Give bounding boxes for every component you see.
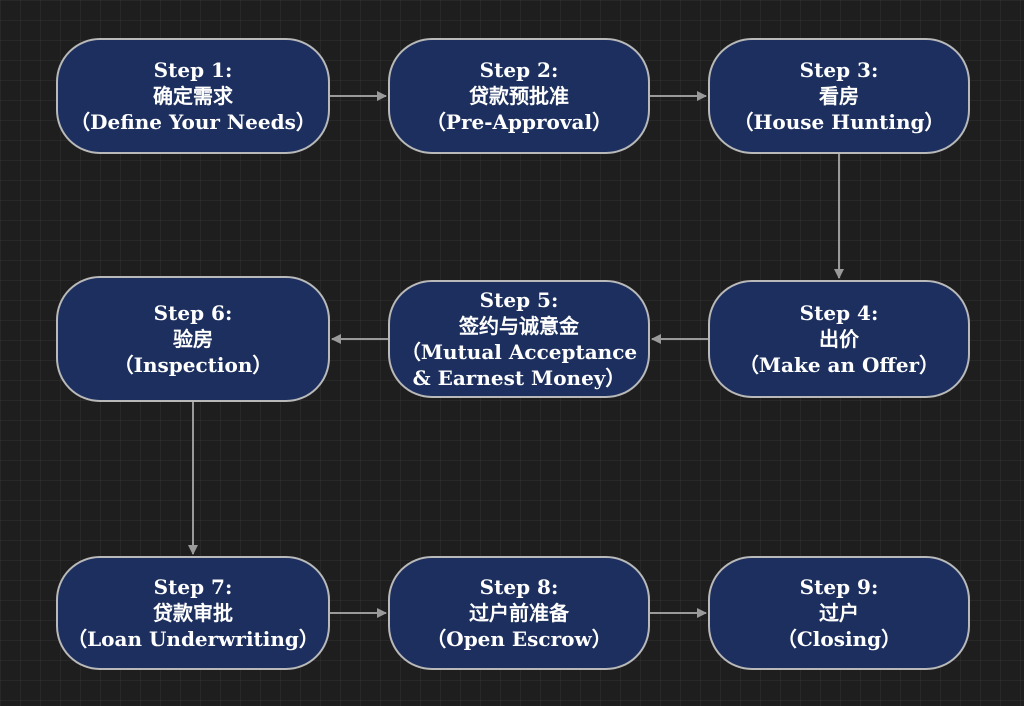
step-4-english: （Make an Offer） — [738, 353, 940, 377]
step-5-english: （Mutual Acceptance — [400, 340, 638, 364]
step-5-node: Step 5: 签约与诚意金 （Mutual Acceptance & Earn… — [388, 280, 650, 398]
step-7-node: Step 7: 贷款审批 （Loan Underwriting） — [56, 556, 330, 670]
step-6-label: Step 6: — [153, 301, 233, 325]
step-9-chinese: 过户 — [819, 601, 859, 625]
step-7-chinese: 贷款审批 — [153, 601, 233, 625]
step-9-english: （Closing） — [776, 627, 902, 651]
step-3-label: Step 3: — [799, 58, 879, 82]
step-3-chinese: 看房 — [819, 84, 859, 108]
step-9-node: Step 9: 过户 （Closing） — [708, 556, 970, 670]
step-8-node: Step 8: 过户前准备 （Open Escrow） — [388, 556, 650, 670]
step-5-chinese: 签约与诚意金 — [459, 314, 579, 338]
step-2-chinese: 贷款预批准 — [469, 84, 569, 108]
step-8-english: （Open Escrow） — [426, 627, 612, 651]
step-5-label: Step 5: — [479, 288, 559, 312]
step-5-english-line-2: & Earnest Money） — [412, 366, 626, 390]
step-9-label: Step 9: — [799, 575, 879, 599]
step-8-chinese: 过户前准备 — [469, 601, 569, 625]
step-6-chinese: 验房 — [173, 327, 213, 351]
step-6-node: Step 6: 验房 （Inspection） — [56, 276, 330, 402]
step-2-node: Step 2: 贷款预批准 （Pre-Approval） — [388, 38, 650, 154]
step-2-english: （Pre-Approval） — [425, 110, 613, 134]
step-7-label: Step 7: — [153, 575, 233, 599]
step-8-label: Step 8: — [479, 575, 559, 599]
step-4-node: Step 4: 出价 （Make an Offer） — [708, 280, 970, 398]
step-2-label: Step 2: — [479, 58, 559, 82]
step-3-english: （House Hunting） — [733, 110, 945, 134]
step-4-chinese: 出价 — [819, 327, 859, 351]
step-1-node: Step 1: 确定需求 （Define Your Needs） — [56, 38, 330, 154]
step-1-label: Step 1: — [153, 58, 233, 82]
step-6-english: （Inspection） — [113, 353, 273, 377]
step-7-english: （Loan Underwriting） — [67, 627, 319, 651]
step-4-label: Step 4: — [799, 301, 879, 325]
step-1-chinese: 确定需求 — [153, 84, 233, 108]
step-3-node: Step 3: 看房 （House Hunting） — [708, 38, 970, 154]
step-1-english: （Define Your Needs） — [70, 110, 316, 134]
